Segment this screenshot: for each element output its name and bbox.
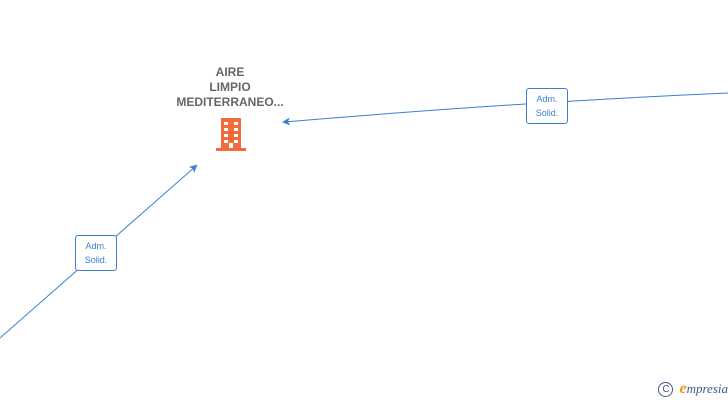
empresia-watermark: C e mpresia	[658, 378, 728, 400]
company-node-label[interactable]: AIRE LIMPIO MEDITERRANEO...	[160, 65, 300, 110]
edge-label-line-1: Adm.	[85, 241, 107, 251]
edge-label-line-2: Solid.	[535, 108, 559, 118]
building-icon[interactable]	[214, 116, 248, 152]
company-node-label-line-3: MEDITERRANEO...	[176, 95, 284, 109]
edge-label-right[interactable]: Adm. Solid.	[526, 88, 568, 124]
company-node-label-line-1: AIRE	[215, 65, 245, 79]
edge-line-right	[282, 92, 728, 126]
copyright-icon: C	[658, 381, 674, 397]
company-node-label-line-2: LIMPIO	[209, 80, 251, 94]
edge-label-line-2: Solid.	[84, 255, 108, 265]
brand-logo-text: mpresia	[686, 381, 728, 396]
edge-label-bottom-left[interactable]: Adm. Solid.	[75, 235, 117, 271]
brand-logo-letter: e	[679, 380, 687, 397]
edge-label-line-1: Adm.	[536, 94, 558, 104]
